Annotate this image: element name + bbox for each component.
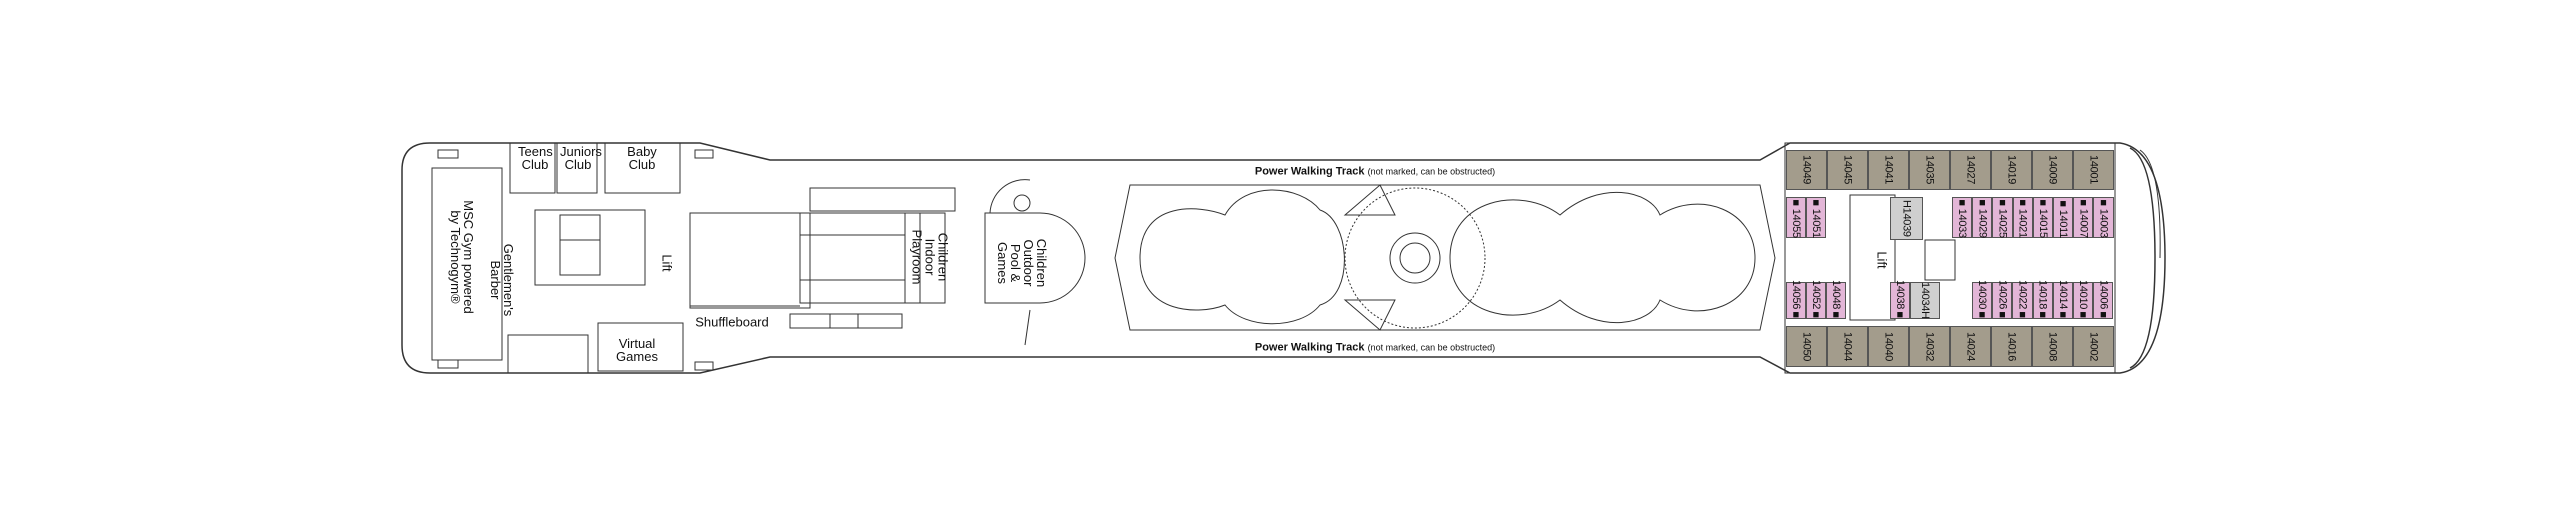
cabin-14032[interactable]: 14032 xyxy=(1909,326,1950,367)
cabin-number: ■14029 xyxy=(1976,197,1989,238)
cabin-number: ■14007 xyxy=(2077,197,2090,238)
cabin-number: ■14025 xyxy=(1996,197,2009,238)
cabin-14051[interactable]: ■14051 xyxy=(1806,197,1826,238)
cabin-14002[interactable]: 14002 xyxy=(2073,326,2114,367)
cabin-number: 14002 xyxy=(2087,331,2100,362)
cabin-number: 14056■ xyxy=(1790,280,1802,321)
cabin-14040[interactable]: 14040 xyxy=(1868,326,1909,367)
cabin-number: ■14011 xyxy=(2057,197,2070,238)
cabin-14016[interactable]: 14016 xyxy=(1991,326,2032,367)
cabin-14044[interactable]: 14044 xyxy=(1827,326,1868,367)
cabin-number: ■14021 xyxy=(2016,197,2029,238)
cabin-number: 14018■ xyxy=(2036,280,2049,321)
track-title: Power Walking Track xyxy=(1254,165,1365,178)
cabin-number: 14041 xyxy=(1882,155,1895,185)
cabin-14010[interactable]: 14010■ xyxy=(2073,280,2094,321)
area-children-outdoor-pool[interactable]: Children Outdoor Pool & Games xyxy=(995,238,1049,288)
power-walking-track-label-top: Power Walking Track (not marked, can be … xyxy=(1255,166,1495,179)
cabin-number: 14006■ xyxy=(2097,280,2110,321)
area-juniors-club[interactable]: Juniors Club xyxy=(560,144,602,172)
cabin-number: 14038■ xyxy=(1894,280,1906,321)
cabin-14001[interactable]: 14001 xyxy=(2073,150,2114,190)
cabin-number: 14026■ xyxy=(1996,280,2009,321)
cabin-14009[interactable]: 14009 xyxy=(2032,150,2073,190)
cabin-number: ■14055 xyxy=(1790,197,1802,238)
cabin-14015[interactable]: ■14015 xyxy=(2032,197,2053,238)
cabin-number: 14048■ xyxy=(1830,280,1842,321)
area-baby-club[interactable]: Baby Club xyxy=(627,144,657,172)
cabin-H14039[interactable]: H14039 xyxy=(1890,197,1923,240)
pool-fwd xyxy=(1449,192,1756,323)
cabin-number: ■14051 xyxy=(1810,197,1822,238)
cabin-number: 14049 xyxy=(1800,155,1813,185)
cabin-number: 14030■ xyxy=(1976,280,1989,321)
cabin-number: 14010■ xyxy=(2077,280,2090,321)
cabin-14024[interactable]: 14024 xyxy=(1950,326,1991,367)
cabin-14026[interactable]: 14026■ xyxy=(1992,280,2013,321)
cabin-number: H14039 xyxy=(1900,200,1913,237)
cabin-number: 14040 xyxy=(1882,331,1895,362)
cabin-number: 14032 xyxy=(1923,331,1936,362)
cabin-14003[interactable]: ■14003 xyxy=(2093,197,2114,238)
pool-aft xyxy=(1139,189,1345,325)
area-shuffleboard[interactable]: Shuffleboard xyxy=(695,314,769,330)
cabin-14006[interactable]: 14006■ xyxy=(2093,280,2114,321)
cabin-number: 14027 xyxy=(1964,155,1977,185)
cabin-14007[interactable]: ■14007 xyxy=(2073,197,2094,238)
track-note: (not marked, can be obstructed) xyxy=(1367,166,1496,177)
cabin-number: 14050 xyxy=(1800,331,1813,362)
cabin-number: 14014■ xyxy=(2056,280,2069,321)
area-teens-club[interactable]: Teens Club xyxy=(518,144,553,172)
cabin-14027[interactable]: 14027 xyxy=(1950,150,1991,190)
area-virtual-games[interactable]: Virtual Games xyxy=(616,336,658,364)
cabin-number: 14001 xyxy=(2087,155,2100,185)
cabin-14049[interactable]: 14049 xyxy=(1786,150,1827,190)
cabin-number: 14044 xyxy=(1841,331,1854,362)
cabin-number: ■14015 xyxy=(2036,197,2049,238)
cabin-14025[interactable]: ■14025 xyxy=(1992,197,2013,238)
cabin-14029[interactable]: ■14029 xyxy=(1972,197,1993,238)
cabin-number: 14008 xyxy=(2046,331,2059,362)
cabin-14052[interactable]: 14052■ xyxy=(1806,280,1826,321)
cabin-number: ■14033 xyxy=(1956,197,1969,238)
area-gentlemens-barber[interactable]: Gentlemen's Barber xyxy=(488,243,516,317)
cabin-14056[interactable]: 14056■ xyxy=(1786,280,1806,321)
cabin-14018[interactable]: 14018■ xyxy=(2032,280,2053,321)
cabin-14048[interactable]: 14048■ xyxy=(1826,280,1846,321)
cabin-14050[interactable]: 14050 xyxy=(1786,326,1827,367)
cabin-number: 14052■ xyxy=(1810,280,1822,321)
cabin-14021[interactable]: ■14021 xyxy=(2012,197,2033,238)
cabin-14030[interactable]: 14030■ xyxy=(1972,280,1993,321)
cabin-number: 14016 xyxy=(2005,331,2018,362)
area-children-indoor-playroom[interactable]: Children Indoor Playroom xyxy=(909,229,951,285)
cabin-number: 14022■ xyxy=(2016,280,2029,321)
cabin-14034H[interactable]: 14034H xyxy=(1910,282,1940,319)
area-lift-fwd[interactable]: Lift xyxy=(1874,251,1890,269)
cabin-14011[interactable]: ■14011 xyxy=(2053,197,2074,238)
cabin-number: ■14003 xyxy=(2097,197,2110,238)
cabin-number: 14035 xyxy=(1923,155,1936,185)
cabin-14008[interactable]: 14008 xyxy=(2032,326,2073,367)
cabin-number: 14009 xyxy=(2046,155,2059,185)
cabin-14033[interactable]: ■14033 xyxy=(1952,197,1973,238)
area-msc-gym[interactable]: MSC Gym powered by Technogym® xyxy=(448,200,476,314)
track-note: (not marked, can be obstructed) xyxy=(1367,342,1496,353)
cabin-14035[interactable]: 14035 xyxy=(1909,150,1950,190)
cabin-14041[interactable]: 14041 xyxy=(1868,150,1909,190)
track-title: Power Walking Track xyxy=(1254,341,1365,354)
cabin-14045[interactable]: 14045 xyxy=(1827,150,1868,190)
cabin-14022[interactable]: 14022■ xyxy=(2012,280,2033,321)
power-walking-track-label-bottom: Power Walking Track (not marked, can be … xyxy=(1255,342,1495,355)
cabin-number: 14034H xyxy=(1919,282,1931,319)
hull-outline xyxy=(401,142,2166,374)
area-lift-aft[interactable]: Lift xyxy=(659,254,675,272)
cabin-number: 14019 xyxy=(2005,155,2018,185)
cabin-number: 14024 xyxy=(1964,331,1977,362)
cabin-number: 14045 xyxy=(1841,155,1854,185)
cabin-14014[interactable]: 14014■ xyxy=(2052,280,2073,321)
cabin-14038[interactable]: 14038■ xyxy=(1890,280,1910,321)
pool-deck-outline xyxy=(1114,184,1776,331)
cabin-14055[interactable]: ■14055 xyxy=(1786,197,1806,238)
cabin-14019[interactable]: 14019 xyxy=(1991,150,2032,190)
